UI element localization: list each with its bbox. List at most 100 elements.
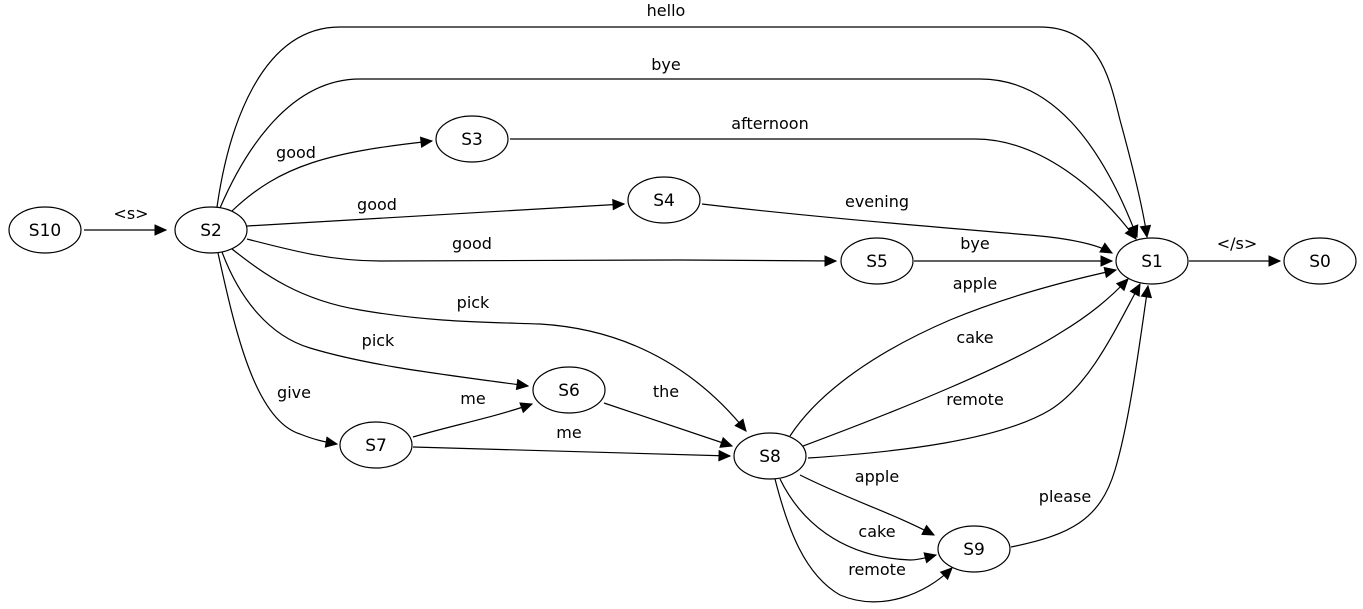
arrowhead-icon [1129, 282, 1141, 297]
node-s2: S2 [174, 206, 248, 254]
arrowhead-icon [515, 378, 530, 391]
arrowhead-icon [154, 224, 168, 236]
edge-line [779, 478, 937, 561]
node-label: S4 [653, 191, 675, 211]
edge-label: </s> [1217, 234, 1258, 253]
edge-line [219, 78, 1138, 238]
edge-line [217, 252, 338, 445]
edge-s8-s1-remote: remote [807, 282, 1141, 459]
arrowhead-icon [1140, 284, 1153, 299]
edge-line [246, 203, 625, 227]
arrowhead-icon [1139, 224, 1152, 239]
node-s10: S10 [8, 206, 82, 254]
edge-s2-s4: good [246, 195, 626, 227]
edge-s2-s7-give: give [217, 252, 339, 448]
edge-line [807, 283, 1141, 459]
node-label: S0 [1309, 252, 1331, 272]
edge-line [231, 140, 433, 212]
node-label: S6 [558, 381, 580, 401]
edge-line [774, 478, 953, 603]
node-s7: S7 [339, 421, 413, 469]
node-s0: S0 [1283, 237, 1357, 285]
edge-s8-s1-apple: apple [789, 266, 1118, 437]
arrowhead-icon [923, 552, 938, 564]
arrowhead-icon [718, 449, 732, 462]
node-ellipse [1115, 237, 1189, 285]
arrowhead-icon [612, 198, 626, 211]
arrowhead-icon [939, 567, 953, 581]
edge-line [510, 138, 1137, 240]
node-s3: S3 [435, 115, 509, 163]
edge-s2-s1-bye: bye [219, 55, 1139, 239]
arrowhead-icon [734, 418, 747, 432]
node-ellipse [1283, 237, 1357, 285]
edge-line [412, 446, 731, 457]
edge-label: good [276, 143, 316, 162]
edge-s2-s5: good [246, 234, 838, 267]
node-ellipse [733, 432, 807, 480]
edge-label: evening [845, 192, 909, 211]
node-label: S2 [200, 221, 222, 241]
node-ellipse [627, 176, 701, 224]
edge-label: pick [362, 331, 395, 350]
node-s5: S5 [840, 237, 914, 285]
node-ellipse [532, 366, 606, 414]
edge-line [802, 278, 1129, 447]
node-s6: S6 [532, 366, 606, 414]
node-label: S1 [1141, 252, 1163, 272]
edge-label: remote [848, 560, 906, 579]
edge-label: <s> [113, 204, 148, 223]
edge-line [231, 248, 747, 432]
node-label: S8 [759, 447, 781, 467]
edge-s4-s1: evening [701, 192, 1114, 254]
edge-line [246, 238, 837, 262]
edge-s9-s1: please [1010, 284, 1153, 548]
node-ellipse [937, 525, 1011, 573]
node-ellipse [174, 206, 248, 254]
node-s8: S8 [733, 432, 807, 480]
edge-label: cake [956, 328, 993, 347]
arrowhead-icon [519, 402, 534, 414]
node-label: S3 [461, 130, 483, 150]
arrowhead-icon [1103, 266, 1118, 279]
edge-label: me [460, 389, 485, 408]
node-s4: S4 [627, 176, 701, 224]
edge-s2-s1-hello: hello [216, 1, 1152, 239]
node-label: S9 [963, 540, 985, 560]
node-ellipse [339, 421, 413, 469]
edge-line [221, 251, 529, 387]
edge-line [799, 474, 935, 536]
edge-s2-s8-pick: pick [231, 248, 747, 432]
edge-s7-s8: me [412, 423, 732, 462]
arrowhead-icon [1115, 278, 1129, 292]
edge-line [789, 269, 1117, 437]
node-label: S5 [866, 252, 888, 272]
edge-label: cake [858, 522, 895, 541]
arrowhead-icon [324, 436, 339, 448]
edge-label: the [653, 382, 679, 401]
arrowhead-icon [921, 524, 936, 536]
edge-label: good [452, 234, 492, 253]
edge-label: apple [953, 274, 997, 293]
edge-s5-s1: bye [914, 234, 1114, 267]
edge-label: hello [647, 1, 686, 20]
node-label: S10 [29, 221, 61, 241]
node-s9: S9 [937, 525, 1011, 573]
arrowhead-icon [824, 255, 838, 267]
arrowhead-icon [719, 436, 734, 448]
node-ellipse [840, 237, 914, 285]
edge-s8-s9-remote: remote [774, 478, 953, 603]
arrowhead-icon [1124, 226, 1137, 240]
edge-label: bye [960, 234, 989, 253]
edge-label: give [277, 383, 311, 402]
edge-s7-s6: me [412, 389, 534, 438]
arrowhead-icon [1268, 255, 1282, 267]
node-ellipse [8, 206, 82, 254]
edge-line [1010, 285, 1149, 548]
edge-s3-s1: afternoon [510, 114, 1137, 240]
edge-label: apple [855, 467, 899, 486]
edge-line [603, 402, 733, 447]
node-s1: S1 [1115, 237, 1189, 285]
